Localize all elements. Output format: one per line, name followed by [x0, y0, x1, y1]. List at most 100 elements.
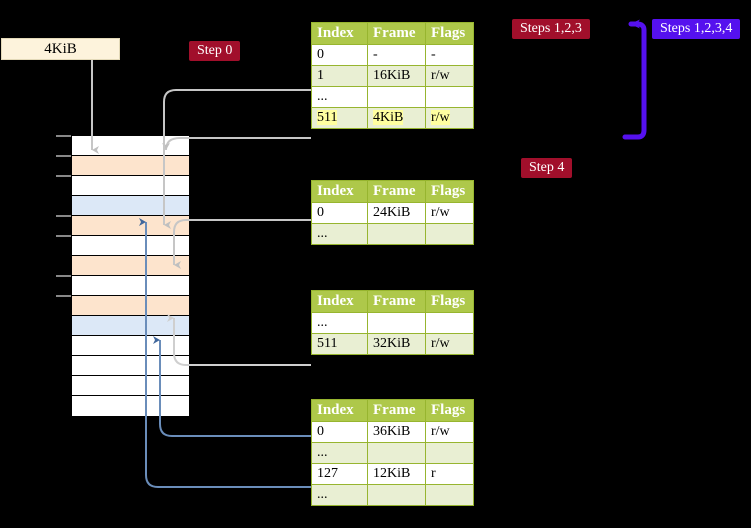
grid-tick	[56, 275, 72, 277]
column-header-index: Index	[311, 290, 368, 313]
column-header-flags: Flags	[425, 180, 474, 203]
table-cell	[425, 223, 474, 245]
table-row: ...	[311, 86, 474, 108]
column-header-flags: Flags	[425, 399, 474, 422]
table-cell	[425, 312, 474, 334]
grid-tick	[56, 135, 72, 137]
column-header-frame: Frame	[367, 290, 426, 313]
memory-row-11	[72, 356, 189, 376]
table-cell	[367, 442, 426, 464]
column-header-index: Index	[311, 399, 368, 422]
memory-size-text: 4KiB	[44, 40, 77, 57]
highlighted-value: 4KiB	[373, 110, 404, 125]
table-cell: ...	[311, 86, 368, 108]
table-cell: -	[367, 44, 426, 66]
column-header-frame: Frame	[367, 22, 426, 45]
memory-row-5	[72, 236, 189, 256]
table-row: ...	[311, 484, 474, 506]
arrow-tbl2-0-to-memory	[173, 219, 311, 269]
table-cell	[425, 86, 474, 108]
memory-row-3	[72, 196, 189, 216]
table-cell: 12KiB	[367, 463, 426, 485]
table-row: 0--	[311, 44, 474, 66]
table-cell: 511	[311, 107, 368, 129]
memory-row-8	[72, 296, 189, 316]
memory-row-4	[72, 216, 189, 236]
memory-row-13	[72, 396, 189, 416]
grid-tick	[56, 155, 72, 157]
table-cell	[367, 312, 426, 334]
table-cell: 0	[311, 202, 368, 224]
table-cell: r/w	[425, 421, 474, 443]
column-header-index: Index	[311, 180, 368, 203]
grid-tick	[56, 175, 72, 177]
badge-steps-1234: Steps 1,2,3,4	[652, 19, 741, 40]
table-row: 511 4KiB r/w	[311, 107, 474, 129]
table-cell: 16KiB	[367, 65, 426, 87]
table-cell: r/w	[425, 333, 474, 355]
memory-row-10	[72, 336, 189, 356]
badge-steps-123-label: Steps 1,2,3	[520, 21, 582, 36]
table-cell: ...	[311, 442, 368, 464]
badge-step-4: Step 4	[521, 158, 573, 179]
badge-step-0: Step 0	[189, 41, 241, 62]
arrow-steps-bracket	[622, 19, 647, 140]
table-cell: r/w	[425, 107, 474, 129]
badge-steps-1234-label: Steps 1,2,3,4	[660, 21, 733, 36]
table-cell: ...	[311, 223, 368, 245]
table-cell: r/w	[425, 202, 474, 224]
column-header-flags: Flags	[425, 290, 474, 313]
badge-step-0-label: Step 0	[197, 43, 233, 58]
column-header-frame: Frame	[367, 399, 426, 422]
memory-row-9	[72, 316, 189, 336]
grid-tick	[56, 295, 72, 297]
table-cell: r/w	[425, 65, 474, 87]
table-cell	[367, 223, 426, 245]
table-row: ...	[311, 442, 474, 464]
table-cell: ...	[311, 484, 368, 506]
memory-row-7	[72, 276, 189, 296]
table-cell: -	[425, 44, 474, 66]
table-cell	[425, 442, 474, 464]
column-header-index: Index	[311, 22, 368, 45]
memory-row-2	[72, 176, 189, 196]
badge-steps-123: Steps 1,2,3	[512, 19, 590, 40]
table-cell: 4KiB	[367, 107, 426, 129]
arrow-tbl3-511-to-memory	[167, 314, 311, 366]
table-cell: r	[425, 463, 474, 485]
grid-tick	[56, 235, 72, 237]
table-cell	[367, 86, 426, 108]
table-row: ...	[311, 223, 474, 245]
memory-row-12	[72, 376, 189, 396]
table-cell: 1	[311, 65, 368, 87]
table-cell: 32KiB	[367, 333, 426, 355]
highlighted-value: r/w	[431, 110, 450, 125]
table-cell: 0	[311, 421, 368, 443]
table-cell	[425, 484, 474, 506]
table-cell: 36KiB	[367, 421, 426, 443]
memory-row-6	[72, 256, 189, 276]
table-row: ...	[311, 312, 474, 334]
grid-tick	[56, 215, 72, 217]
memory-row-0	[72, 136, 189, 156]
column-header-frame: Frame	[367, 180, 426, 203]
memory-row-1	[72, 156, 189, 176]
table-cell: 24KiB	[367, 202, 426, 224]
table-cell: 127	[311, 463, 368, 485]
highlighted-value: 511	[317, 110, 338, 125]
badge-step-4-label: Step 4	[529, 160, 565, 175]
